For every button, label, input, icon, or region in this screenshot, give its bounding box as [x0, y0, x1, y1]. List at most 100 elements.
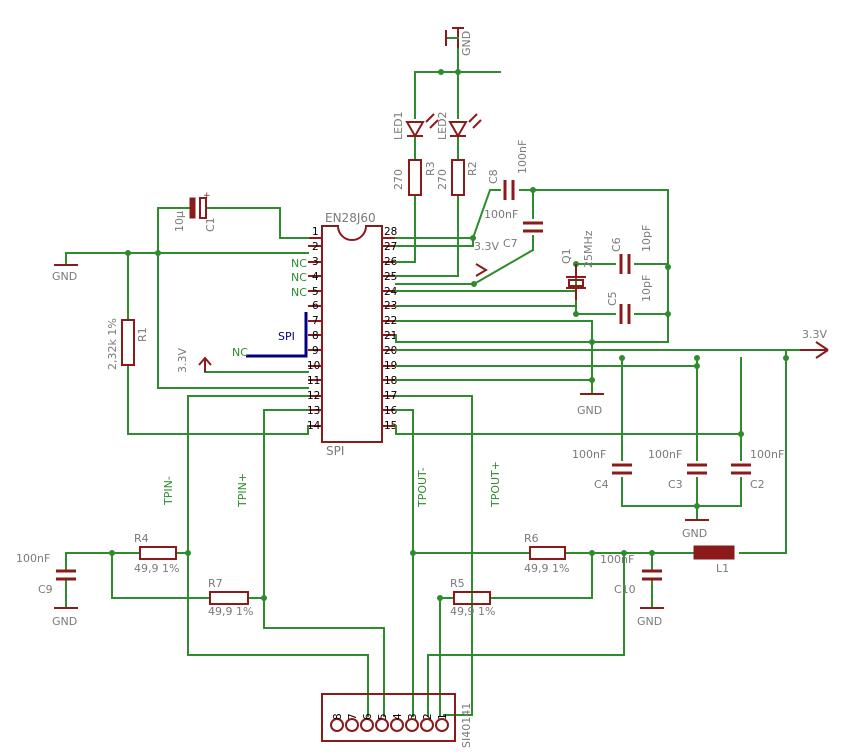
c2-name: C2 [750, 478, 765, 491]
capacitor-c6: C6 10pF [610, 225, 653, 274]
vcc-symbol-left: 3.3V [176, 348, 212, 373]
vcc-symbol-mid: 3.3V [474, 240, 499, 277]
pin-number: 20 [384, 345, 397, 357]
gnd-label: GND [460, 31, 473, 56]
pin-number: 23 [384, 300, 397, 312]
crystal-q1: Q1 25MHz [560, 230, 595, 300]
nc-label-pin4: NC [291, 271, 307, 284]
pin-number: 25 [384, 271, 397, 283]
r4-name: R4 [134, 532, 149, 545]
connector-pin-number: 7 [347, 713, 359, 720]
net-tpin-plus: TPIN+ [236, 473, 249, 508]
connector-pin-number: 8 [332, 713, 344, 720]
capacitor-c5: C5 10pF [606, 275, 653, 324]
r1-name: R1 [136, 327, 149, 342]
gnd-symbol-c10: GND [637, 607, 664, 628]
net-tpout-plus: TPOUT+ [489, 461, 502, 508]
led2-label: LED2 [436, 111, 449, 140]
c5-name: C5 [606, 291, 619, 306]
pin-number: 2 [312, 241, 319, 253]
capacitor-c3: C3 100nF [648, 448, 707, 491]
pin-number: 15 [384, 420, 397, 432]
junction-dots [109, 69, 789, 601]
connector-name: SI40141 [460, 703, 473, 748]
c9-value: 100nF [16, 552, 50, 565]
c3-value: 100nF [648, 448, 682, 461]
c5-value: 10pF [640, 275, 653, 302]
capacitor-c8: C8 100nF [487, 140, 529, 200]
r4-value: 49,9 1% [134, 562, 179, 575]
inductor-l1: L1 [693, 545, 735, 575]
r1-value: 2,32k 1% [106, 318, 119, 370]
pin-number: 6 [312, 300, 319, 312]
pin-number: 7 [312, 315, 319, 327]
pin-number: 3 [312, 256, 319, 268]
ic-left-pin-numbers: 1 2 3 4 5 6 7 8 9 10 11 12 13 14 [307, 226, 321, 432]
connector-pin-number: 5 [377, 713, 389, 720]
gnd-symbol-top: GND [445, 27, 473, 56]
vcc-label: 3.3V [474, 240, 499, 253]
c8-value: 100nF [516, 140, 529, 174]
pin-number: 12 [307, 390, 320, 402]
pin-number: 19 [384, 360, 397, 372]
pin-number: 9 [312, 345, 319, 357]
connector-pin-number: 6 [362, 713, 374, 720]
c4-value: 100nF [572, 448, 606, 461]
pin-number: 26 [384, 256, 398, 268]
pin-number: 18 [384, 375, 397, 387]
c8-name: C8 [487, 169, 500, 184]
gnd-label: GND [52, 270, 77, 283]
r3-value: 270 [392, 169, 405, 190]
gnd-label: GND [637, 615, 662, 628]
capacitor-c7: C7 100nF [484, 208, 543, 250]
pin-number: 4 [312, 271, 319, 283]
capacitor-c9: C9 100nF [16, 552, 76, 596]
resistor-r1: R1 2,32k 1% [106, 318, 149, 370]
vcc-label: 3.3V [802, 328, 827, 341]
net-tpout-minus: TPOUT- [416, 467, 429, 508]
pin-number: 17 [384, 390, 397, 402]
pin-number: 5 [312, 286, 319, 298]
pin-number: 10 [307, 360, 320, 372]
capacitor-c10: C10 100nF [600, 553, 662, 596]
connector-pin-number: 3 [407, 713, 419, 720]
c10-value: 100nF [600, 553, 634, 566]
pin-number: 24 [384, 286, 398, 298]
r2-name: R2 [466, 161, 479, 176]
net-tpin-minus: TPIN- [162, 476, 175, 506]
resistor-r7: R7 49,9 1% [208, 577, 253, 618]
q1-name: Q1 [560, 248, 573, 264]
wires [65, 37, 801, 717]
c1-plus: + [203, 191, 211, 201]
connector-pin-number: 4 [392, 713, 404, 720]
pin-number: 28 [384, 226, 397, 238]
r6-value: 49,9 1% [524, 562, 569, 575]
r7-value: 49,9 1% [208, 605, 253, 618]
ic-spi-label: SPI [326, 444, 344, 458]
nc-spi-label: NC [232, 346, 248, 359]
gnd-label: GND [682, 527, 707, 540]
pin-number: 21 [384, 330, 397, 342]
pin-number: 22 [384, 315, 397, 327]
ic-right-pin-numbers: 28 27 26 25 24 23 22 21 20 19 18 17 16 1… [384, 226, 398, 432]
gnd-label: GND [577, 404, 602, 417]
capacitor-c1: + C1 10µ [173, 191, 217, 232]
gnd-symbol-mid: GND [577, 393, 604, 417]
r7-name: R7 [208, 577, 223, 590]
led1: LED1 [392, 111, 439, 140]
c1-name: C1 [204, 217, 217, 232]
led1-label: LED1 [392, 111, 405, 140]
capacitor-c4: C4 100nF [572, 448, 632, 491]
capacitor-c2: C2 100nF [731, 448, 784, 491]
c7-name: C7 [503, 237, 518, 250]
c6-name: C6 [610, 237, 623, 252]
r6-name: R6 [524, 532, 539, 545]
connector-si40141: 8 7 6 5 4 3 2 1 SI40141 [321, 693, 473, 748]
gnd-symbol-c9: GND [52, 607, 78, 628]
resistor-r5: R5 49,9 1% [450, 577, 495, 618]
pin-number: 13 [307, 405, 320, 417]
resistor-r3: R3 270 [392, 159, 437, 196]
pin-number: 8 [312, 330, 319, 342]
nc-label-pin5: NC [291, 286, 307, 299]
